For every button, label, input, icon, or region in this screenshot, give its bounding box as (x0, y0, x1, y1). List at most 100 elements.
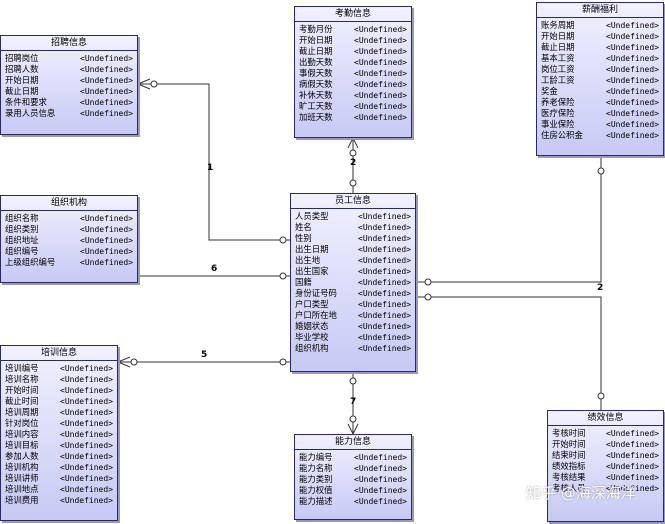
attribute-row[interactable]: 培训编号<Undefined> (5, 363, 113, 374)
attribute-row[interactable]: 基本工资 <Undefined> (541, 53, 659, 64)
attribute-row[interactable]: 参加人数<Undefined> (5, 451, 113, 462)
attribute-row[interactable]: 工龄工资<Undefined> (541, 75, 659, 86)
attribute-row[interactable]: 国籍<Undefined> (295, 277, 411, 288)
attribute-row[interactable]: 加班天数<Undefined> (299, 112, 407, 123)
attribute-row[interactable]: 考核时间<Undefined> (552, 428, 659, 439)
attribute-row[interactable]: 能力编号<Undefined> (299, 452, 407, 463)
crowfoot-recruit-2 (137, 83, 151, 90)
entity-attendance[interactable]: 考勤信息 考勤月份<Undefined>开始日期<Undefined>截止日期<… (294, 6, 412, 138)
attribute-name: 截止日期 (299, 46, 333, 56)
attribute-row[interactable]: 户口类型<Undefined> (295, 299, 411, 310)
attribute-row[interactable]: 招聘人数<Undefined> (5, 64, 133, 75)
attribute-row[interactable]: 出勤天数<Undefined> (299, 57, 407, 68)
attribute-row[interactable]: 培训地点<Undefined> (5, 484, 113, 495)
attribute-row[interactable]: 培训讲师<Undefined> (5, 473, 113, 484)
attribute-row[interactable]: 考勤月份<Undefined> (299, 24, 407, 35)
attribute-row[interactable]: 人员类型<Undefined> (295, 211, 411, 222)
attribute-row[interactable]: 培训周期<Undefined> (5, 407, 113, 418)
attribute-row[interactable]: 性别<Undefined> (295, 233, 411, 244)
crowfoot-recruit (137, 78, 151, 85)
entity-salary[interactable]: 薪酬福利 账务周期<Undefined>开始日期<Undefined>截止日期<… (536, 2, 664, 156)
entity-recruit[interactable]: 招聘信息 招聘岗位<Undefined>招聘人数<Undefined>开始日期<… (0, 35, 138, 135)
attribute-row[interactable]: 组织名称<Undefined> (5, 213, 133, 224)
attribute-row[interactable]: 培训机构<Undefined> (5, 462, 113, 473)
attribute-row[interactable]: 能力权值<Undefined> (299, 485, 407, 496)
attribute-type: <Undefined> (80, 109, 133, 118)
attribute-row[interactable]: 针对岗位<Undefined> (5, 418, 113, 429)
attribute-row[interactable]: 户口所在地<Undefined> (295, 310, 411, 321)
attribute-type: <Undefined> (606, 54, 659, 63)
attribute-row[interactable]: 旷工天数<Undefined> (299, 101, 407, 112)
attribute-row[interactable]: 身份证号码<Undefined> (295, 288, 411, 299)
attribute-row[interactable]: 事假天数<Undefined> (299, 68, 407, 79)
attribute-name: 出生国家 (295, 266, 329, 276)
attribute-type: <Undefined> (80, 54, 133, 63)
attribute-row[interactable]: 奖金<Undefined> (541, 86, 659, 97)
attribute-row[interactable]: 出生国家<Undefined> (295, 266, 411, 277)
attribute-type: <Undefined> (354, 58, 407, 67)
attribute-row[interactable]: 能力名称<Undefined> (299, 463, 407, 474)
attribute-type: <Undefined> (80, 247, 133, 256)
attribute-row[interactable]: 截止日期<Undefined> (541, 42, 659, 53)
attribute-name: 基本工资 (541, 53, 575, 63)
entity-performance[interactable]: 绩效信息 考核时间<Undefined>开始时间<Undefined>结束时间<… (547, 410, 664, 522)
entity-ability[interactable]: 能力信息 能力编号<Undefined>能力名称<Undefined>能力类别<… (294, 434, 412, 520)
attribute-row[interactable]: 开始时间<Undefined> (552, 439, 659, 450)
attribute-type: <Undefined> (358, 256, 411, 265)
attribute-row[interactable]: 病假天数<Undefined> (299, 79, 407, 90)
attribute-row[interactable]: 出生日期<Undefined> (295, 244, 411, 255)
entity-employee[interactable]: 员工信息 人员类型<Undefined>姓名<Undefined>性别<Unde… (290, 193, 416, 372)
attribute-row[interactable]: 考核人员<Undefined> (552, 483, 659, 494)
attribute-row[interactable]: 截止日期<Undefined> (299, 46, 407, 57)
attribute-name: 开始日期 (299, 35, 333, 45)
attribute-row[interactable]: 培训名称<Undefined> (5, 374, 113, 385)
attribute-row[interactable]: 截止日期<Undefined> (5, 86, 133, 97)
attribute-row[interactable]: 培训目标<Undefined> (5, 440, 113, 451)
attribute-row[interactable]: 住房公积金<Undefined> (541, 130, 659, 141)
attribute-row[interactable]: 能力类别<Undefined> (299, 474, 407, 485)
entity-org[interactable]: 组织机构 组织名称<Undefined>组织类别<Undefined>组织地址<… (0, 195, 138, 283)
attribute-row[interactable]: 事业保险<Undefined> (541, 119, 659, 130)
attribute-row[interactable]: 出生地<Undefined> (295, 255, 411, 266)
attribute-name: 工龄工资 (541, 75, 575, 85)
attribute-row[interactable]: 组织地址<Undefined> (5, 235, 133, 246)
attribute-row[interactable]: 账务周期<Undefined> (541, 20, 659, 31)
attribute-name: 能力名称 (299, 463, 333, 473)
attribute-type: <Undefined> (354, 475, 407, 484)
attribute-row[interactable]: 组织编号<Undefined> (5, 246, 133, 257)
attribute-row[interactable]: 岗位工资<Undefined> (541, 64, 659, 75)
attribute-row[interactable]: 截止时间<Undefined> (5, 396, 113, 407)
attribute-row[interactable]: 录用人员信息<Undefined> (5, 108, 133, 119)
attribute-row[interactable]: 培训内容<Undefined> (5, 429, 113, 440)
attribute-row[interactable]: 考核结果<Undefined> (552, 472, 659, 483)
entity-training[interactable]: 培训信息 培训编号<Undefined>培训名称<Undefined>开始时间<… (0, 345, 118, 521)
attribute-row[interactable]: 补休天数<Undefined> (299, 90, 407, 101)
attribute-row[interactable]: 开始日期<Undefined> (541, 31, 659, 42)
attribute-row[interactable]: 条件和要求<Undefined> (5, 97, 133, 108)
attribute-type: <Undefined> (358, 311, 411, 320)
attribute-type: <Undefined> (606, 429, 659, 438)
attribute-row[interactable]: 上级组织编号<Undefined> (5, 257, 133, 268)
attribute-row[interactable]: 绩效指标<Undefined> (552, 461, 659, 472)
attribute-row[interactable]: 姓名<Undefined> (295, 222, 411, 233)
entity-rows: 人员类型<Undefined>姓名<Undefined>性别<Undefined… (291, 209, 415, 354)
attribute-row[interactable]: 组织类别<Undefined> (5, 224, 133, 235)
attribute-name: 账务周期 (541, 20, 575, 30)
attribute-row[interactable]: 能力描述<Undefined> (299, 496, 407, 507)
attribute-row[interactable]: 招聘岗位<Undefined> (5, 53, 133, 64)
attribute-row[interactable]: 开始时间<Undefined> (5, 385, 113, 396)
attribute-row[interactable]: 组织机构<Undefined> (295, 343, 411, 354)
attribute-type: <Undefined> (606, 120, 659, 129)
attribute-row[interactable]: 结束时间<Undefined> (552, 450, 659, 461)
attribute-row[interactable]: 开始日期<Undefined> (299, 35, 407, 46)
attribute-row[interactable]: 培训费用<Undefined> (5, 495, 113, 506)
attribute-row[interactable]: 开始日期<Undefined> (5, 75, 133, 86)
attribute-type: <Undefined> (354, 69, 407, 78)
optional-marker-emp-salary (424, 278, 432, 286)
attribute-row[interactable]: 毕业学校<Undefined> (295, 332, 411, 343)
relation-label-recruit: 1 (207, 163, 214, 173)
attribute-row[interactable]: 医疗保险<Undefined> (541, 108, 659, 119)
attribute-row[interactable]: 养老保险<Undefined> (541, 97, 659, 108)
attribute-name: 奖金 (541, 86, 558, 96)
attribute-row[interactable]: 婚姻状态<Undefined> (295, 321, 411, 332)
